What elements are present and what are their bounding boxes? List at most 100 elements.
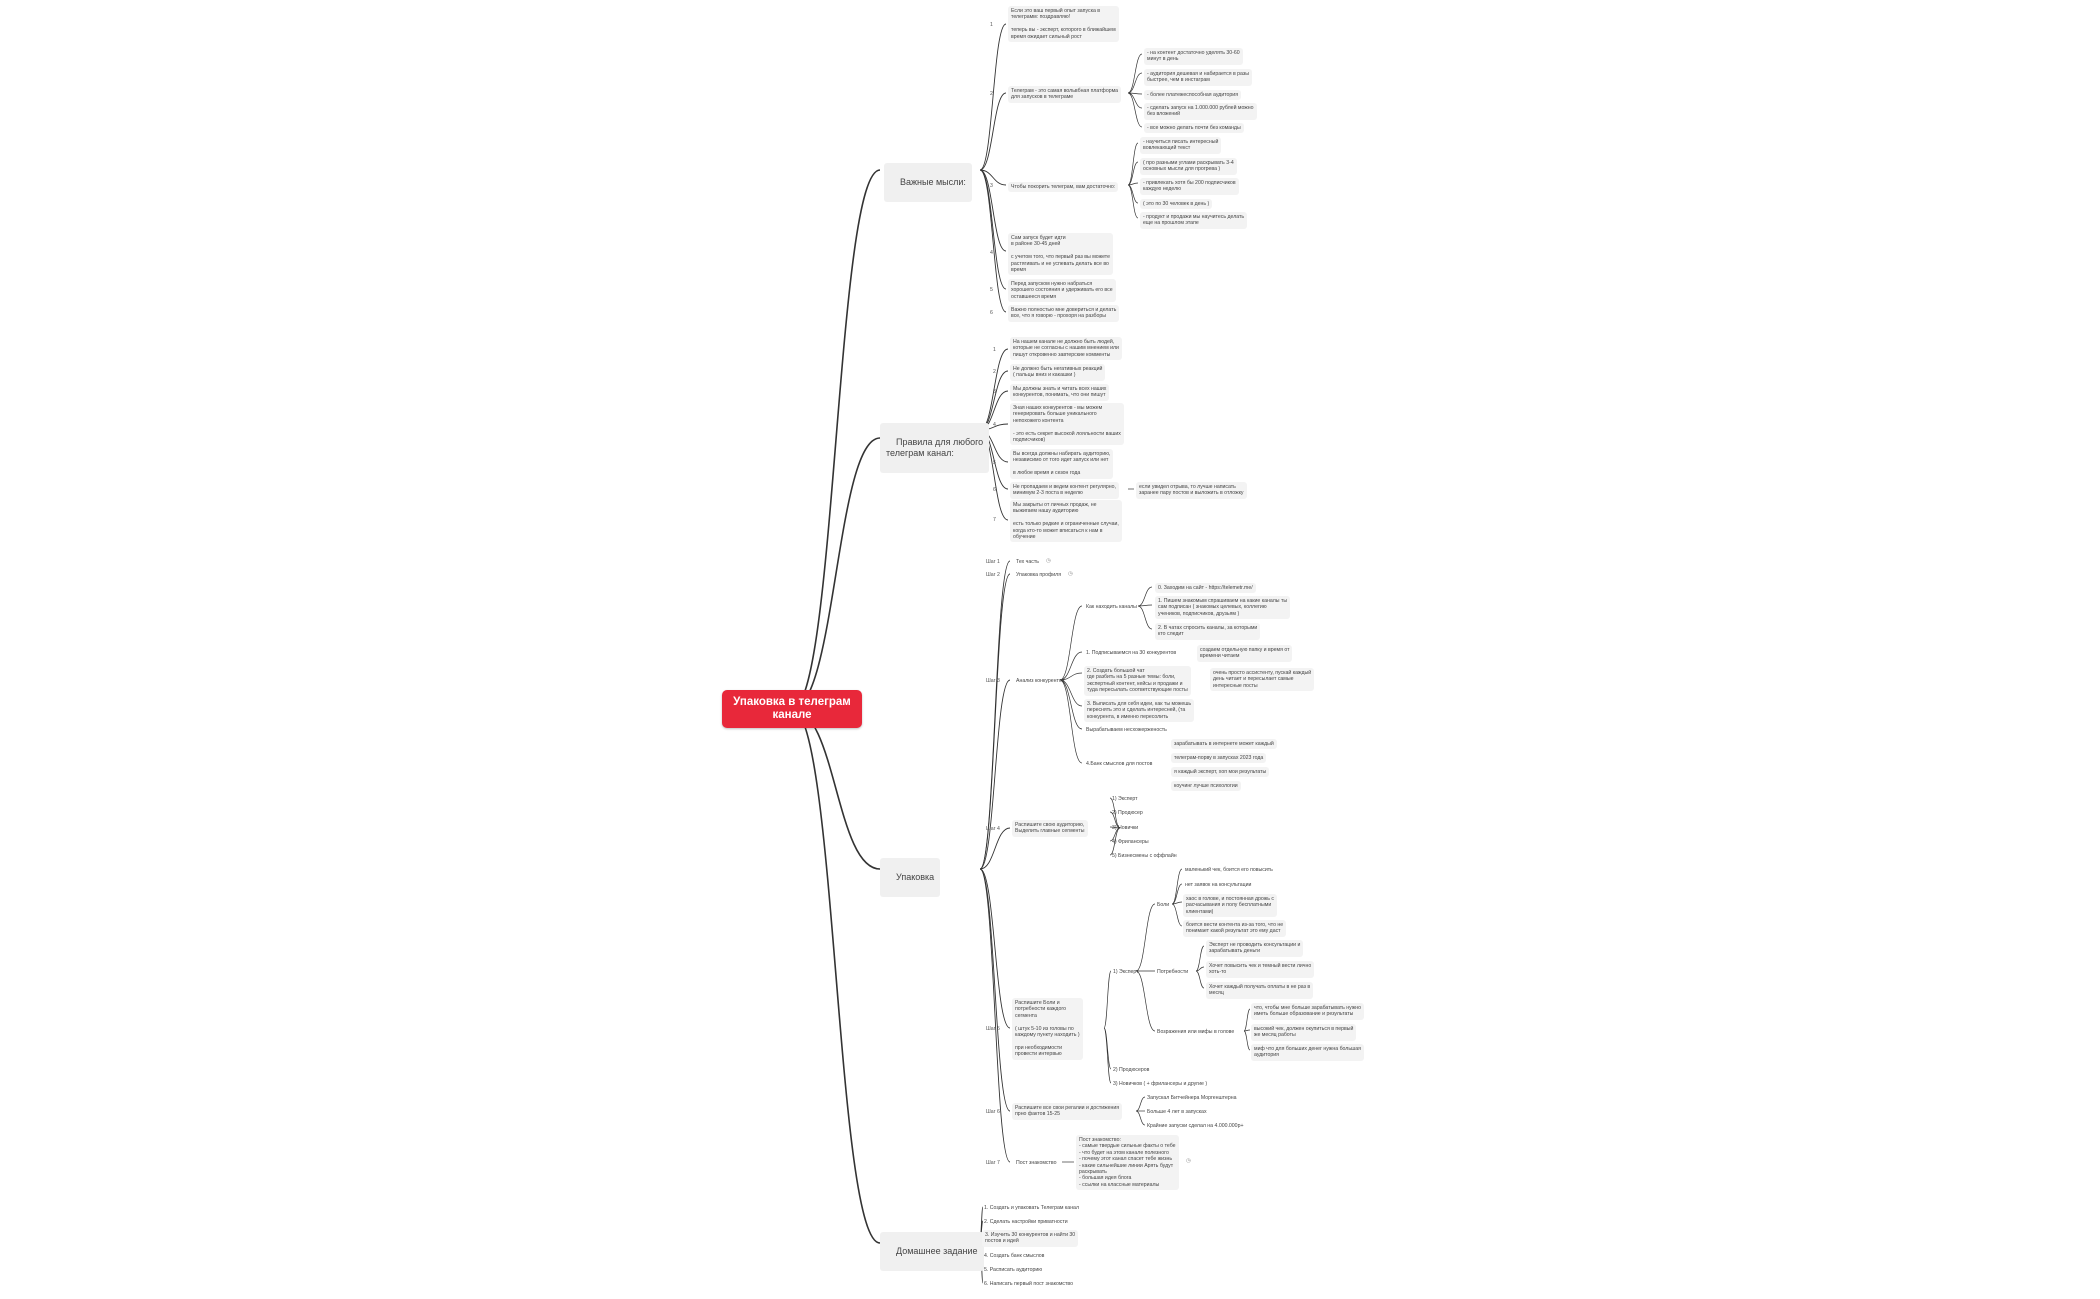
list-item[interactable]: Вы всегда должны набирать аудиторию, нез…: [1010, 449, 1114, 479]
list-item[interactable]: Телеграм - это самая вольвбная платформа…: [1008, 86, 1122, 103]
list-item[interactable]: 3. Выписать для себя идеи, как ты можешь…: [1084, 699, 1195, 723]
list-item[interactable]: создаем отдельную папку и время от време…: [1197, 645, 1293, 662]
list-item[interactable]: Эксперт не проводить консультации и зара…: [1206, 940, 1304, 957]
connector: [979, 92, 1007, 171]
list-item[interactable]: ( это по 30 человек в день ): [1140, 199, 1213, 210]
list-item[interactable]: Хочет каждый получать оплаты в не раз в …: [1206, 982, 1314, 999]
list-item[interactable]: миф что для больших денег нужна большая …: [1251, 1044, 1364, 1061]
list-item[interactable]: высокий чек, должен окупиться в первый ж…: [1251, 1024, 1357, 1041]
list-item[interactable]: боится вести контента из-за того, что не…: [1183, 920, 1287, 937]
step-label[interactable]: Упаковка профиля: [1016, 572, 1062, 578]
list-item[interactable]: - продукт и продажи мы научитесь делать …: [1140, 212, 1248, 229]
connector: [979, 169, 1007, 290]
list-item[interactable]: 0. Заходим на сайт - https://telemetr.me…: [1155, 583, 1256, 594]
root-node[interactable]: Упаковка в телеграм канале: [722, 690, 862, 728]
list-item[interactable]: - сделать запуск на 1.000.000 рублей мож…: [1144, 103, 1257, 120]
list-item[interactable]: что, чтобы мне больше зарабатывать нужно…: [1251, 1003, 1365, 1020]
list-item[interactable]: 2) Продюсер: [1112, 810, 1143, 816]
branch-dz[interactable]: Домашнее задание: [880, 1232, 984, 1271]
list-item[interactable]: Перед запуском нужно набраться хорошего …: [1008, 279, 1116, 303]
connector: [1059, 679, 1083, 764]
list-item[interactable]: - более платежеспособная аудитория: [1144, 90, 1242, 101]
list-item[interactable]: телеграм-порву в запусках 2023 года: [1171, 753, 1267, 764]
list-item[interactable]: 2. Создать большой чат где разбить на 5 …: [1084, 666, 1191, 696]
list-item[interactable]: 4. Создать банк смыслов: [984, 1253, 1045, 1259]
list-item[interactable]: - научиться писать интересный вовлекающи…: [1140, 137, 1222, 154]
list-item[interactable]: 3. Изучить 30 конкурентов и найти 30 пос…: [982, 1230, 1079, 1247]
list-item[interactable]: - привлекать хотя бы 200 подписчиков каж…: [1140, 178, 1239, 195]
step-number: Шаг 2: [986, 572, 1000, 578]
list-item[interactable]: 5) Бизнесмены с оффлайн: [1112, 853, 1177, 859]
connector: [1059, 605, 1083, 681]
list-item[interactable]: я каждый эксперт, хоп мои результаты: [1171, 767, 1270, 778]
connector: [1171, 883, 1183, 905]
list-item[interactable]: коучинг лучше психологии: [1171, 781, 1241, 792]
list-item[interactable]: маленький чек, боится его повысить: [1185, 867, 1273, 873]
connector: [979, 827, 1011, 870]
list-item[interactable]: Мы закрыты от личных продаж, не выжигаем…: [1010, 500, 1122, 543]
step-label[interactable]: Пост знакомство: [1016, 1160, 1057, 1166]
list-item[interactable]: 2) Продюсеров: [1113, 1067, 1150, 1073]
connector: [1109, 797, 1121, 829]
list-item[interactable]: - все можно делать почти без команды: [1144, 123, 1244, 134]
list-item[interactable]: Боли: [1157, 902, 1170, 908]
list-item[interactable]: 1. Подписываемся на 30 конкурентов: [1086, 650, 1177, 656]
list-item[interactable]: Запускал Битчейнера Моргенштерна: [1147, 1095, 1237, 1101]
branch-upakovka[interactable]: Упаковка: [880, 858, 941, 897]
list-item[interactable]: Важно полностью мне довериться и делать …: [1008, 305, 1120, 322]
list-item[interactable]: 2. Сделать настройки приватности: [984, 1219, 1068, 1225]
connector: [1059, 672, 1083, 681]
list-item[interactable]: Как находить каналы: [1086, 604, 1137, 610]
list-item[interactable]: - аудитория дешевая и набирается в разы …: [1144, 69, 1252, 86]
list-item[interactable]: 4) Фрилансеры: [1112, 839, 1149, 845]
list-item[interactable]: На нашем канале не должно быть людей, ко…: [1010, 337, 1122, 361]
list-item[interactable]: 4.Банк смыслов для постов: [1086, 761, 1153, 767]
list-item[interactable]: Чтобы покорить телеграм, вам достаточно:: [1008, 182, 1119, 193]
list-item[interactable]: Хочет повысить чек и темный вести лично …: [1206, 961, 1315, 978]
list-item[interactable]: 2. В чатах спросить каналы, за которыми …: [1155, 623, 1261, 640]
list-item[interactable]: Возражения или мифы в голове: [1157, 1029, 1235, 1035]
branch-pravila[interactable]: Правила для любого телеграм канал:: [880, 423, 990, 473]
list-item[interactable]: Вырабатываем несхожерженость: [1086, 727, 1167, 733]
list-item[interactable]: очень просто ассистенту, пускай каждый д…: [1210, 668, 1315, 692]
list-item[interactable]: 1) Эксперт: [1113, 969, 1139, 975]
connector: [1243, 1030, 1251, 1051]
list-item[interactable]: 1. Создать и упаковать Телеграм канал: [984, 1205, 1079, 1211]
connector: [979, 169, 1007, 186]
connector: [979, 868, 1011, 1163]
step-label[interactable]: Распишите Боли и потребности каждого сег…: [1012, 998, 1083, 1060]
list-item[interactable]: - на контент достаточно уделять 30-60 ми…: [1144, 48, 1243, 65]
connector: [1137, 586, 1153, 607]
list-item[interactable]: 5. Расписать аудиторию: [984, 1267, 1043, 1273]
list-item[interactable]: Крайние запуски сделал на 4.000.000р+: [1147, 1123, 1244, 1129]
item-number: 4: [993, 422, 996, 428]
list-item[interactable]: 1. Пишем знакомым спрашиваем на какие ка…: [1155, 596, 1291, 620]
list-item[interactable]: 6. Написать первый пост знакомство: [984, 1281, 1073, 1287]
step-number: Шаг 5: [986, 1026, 1000, 1032]
step-number: Шаг 3: [986, 678, 1000, 684]
list-item[interactable]: 3) Новичков ( + фрилансеры и другие ): [1113, 1081, 1208, 1087]
list-item[interactable]: Не должно быть негативных реакций ( паль…: [1010, 364, 1106, 381]
step-label[interactable]: Анализ конкурентов: [1016, 678, 1065, 684]
list-item[interactable]: 1) Эксперт: [1112, 796, 1138, 802]
list-item[interactable]: Пост знакомство: - самые твердые сильные…: [1076, 1135, 1179, 1191]
list-item[interactable]: Сам запуск будет идти в районе 30-45 дне…: [1008, 233, 1113, 276]
list-item[interactable]: Не пропадаем и ведем контент регулярно, …: [1010, 482, 1119, 499]
connector: [1059, 679, 1083, 730]
list-item[interactable]: ( про разными углами раскрывать 3-4 осно…: [1140, 158, 1237, 175]
list-item[interactable]: нет заявок на консультации: [1185, 882, 1252, 888]
list-item[interactable]: если увидел отрыва, то лучше написать за…: [1136, 482, 1247, 499]
list-item[interactable]: Потребности: [1157, 969, 1189, 975]
list-item[interactable]: Больше 4 лет в запусках: [1147, 1109, 1207, 1115]
list-item[interactable]: хаос в голове, и постоянная дрожь с расч…: [1183, 894, 1277, 918]
list-item[interactable]: Зная наших конкурентов - мы можем генери…: [1010, 403, 1124, 446]
step-label[interactable]: Распишите все свои регалии и достижения …: [1012, 1103, 1123, 1120]
list-item[interactable]: Мы должны знать и читать всех наших конк…: [1010, 384, 1110, 401]
item-number: 5: [990, 287, 993, 293]
step-label[interactable]: Тех часть: [1016, 559, 1039, 565]
branch-vazhnye[interactable]: Важные мысли:: [884, 163, 972, 202]
step-label[interactable]: Распишите свою аудиторию, Выделить главн…: [1012, 820, 1088, 837]
list-item[interactable]: зарабатывать в интернете может каждый: [1171, 739, 1277, 750]
list-item[interactable]: Если это ваш первый опыт запуска в телег…: [1008, 6, 1119, 43]
list-item[interactable]: 3) Новички: [1112, 825, 1139, 831]
